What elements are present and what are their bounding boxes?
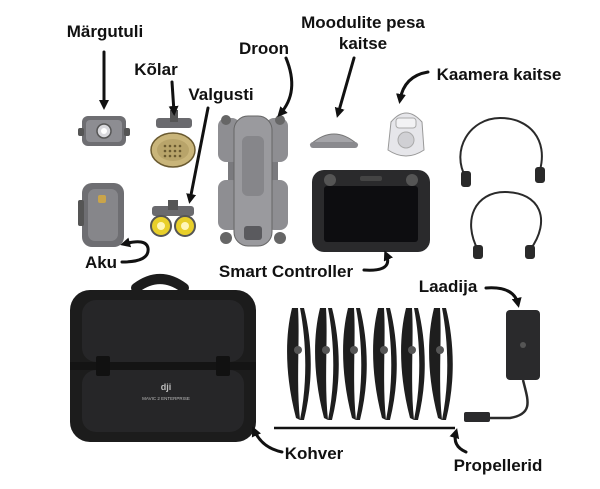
arrow-moodulite xyxy=(334,56,356,118)
speaker-image xyxy=(150,110,196,168)
label-droon: Droon xyxy=(238,39,290,58)
arrow-droon xyxy=(277,56,294,117)
label-moodulite-line2: kaitse xyxy=(338,34,388,53)
beacon-image xyxy=(78,116,130,146)
label-moodulite-line1: Moodulite pesa xyxy=(301,13,425,32)
arrow-kaamera xyxy=(396,70,430,104)
arrow-kolar xyxy=(168,80,179,116)
label-kolar: Kõlar xyxy=(134,60,178,79)
propellers-image xyxy=(287,308,453,420)
cables-image xyxy=(459,116,545,259)
camera-protector-image xyxy=(387,112,425,157)
arrow-propellerid xyxy=(449,428,468,454)
smart-controller-image xyxy=(312,170,430,252)
arrow-aku xyxy=(120,237,150,264)
module-cover-image xyxy=(309,133,359,148)
arrow-kohver xyxy=(251,426,284,454)
case-sub-text: MAVIC 2 ENTERPRISE xyxy=(142,396,190,401)
label-aku: Aku xyxy=(84,253,118,272)
label-smart-controller: Smart Controller xyxy=(218,262,354,281)
case-image xyxy=(70,274,256,442)
spotlight-image xyxy=(150,200,196,237)
charger-image xyxy=(464,310,540,422)
label-kaamera-kaitse: Kaamera kaitse xyxy=(436,65,562,84)
label-kohver: Kohver xyxy=(284,444,344,463)
drone-image xyxy=(218,115,288,247)
label-valgusti: Valgusti xyxy=(188,85,254,104)
arrow-laadija xyxy=(484,286,522,308)
label-laadija: Laadija xyxy=(418,277,478,296)
arrow-valgusti xyxy=(186,106,210,204)
label-margutuli: Märgutuli xyxy=(66,22,144,41)
label-propellerid: Propellerid xyxy=(453,456,543,475)
case-logo-text: dji xyxy=(161,382,172,392)
arrow-smart-controller xyxy=(362,250,394,272)
battery-image xyxy=(78,183,124,247)
